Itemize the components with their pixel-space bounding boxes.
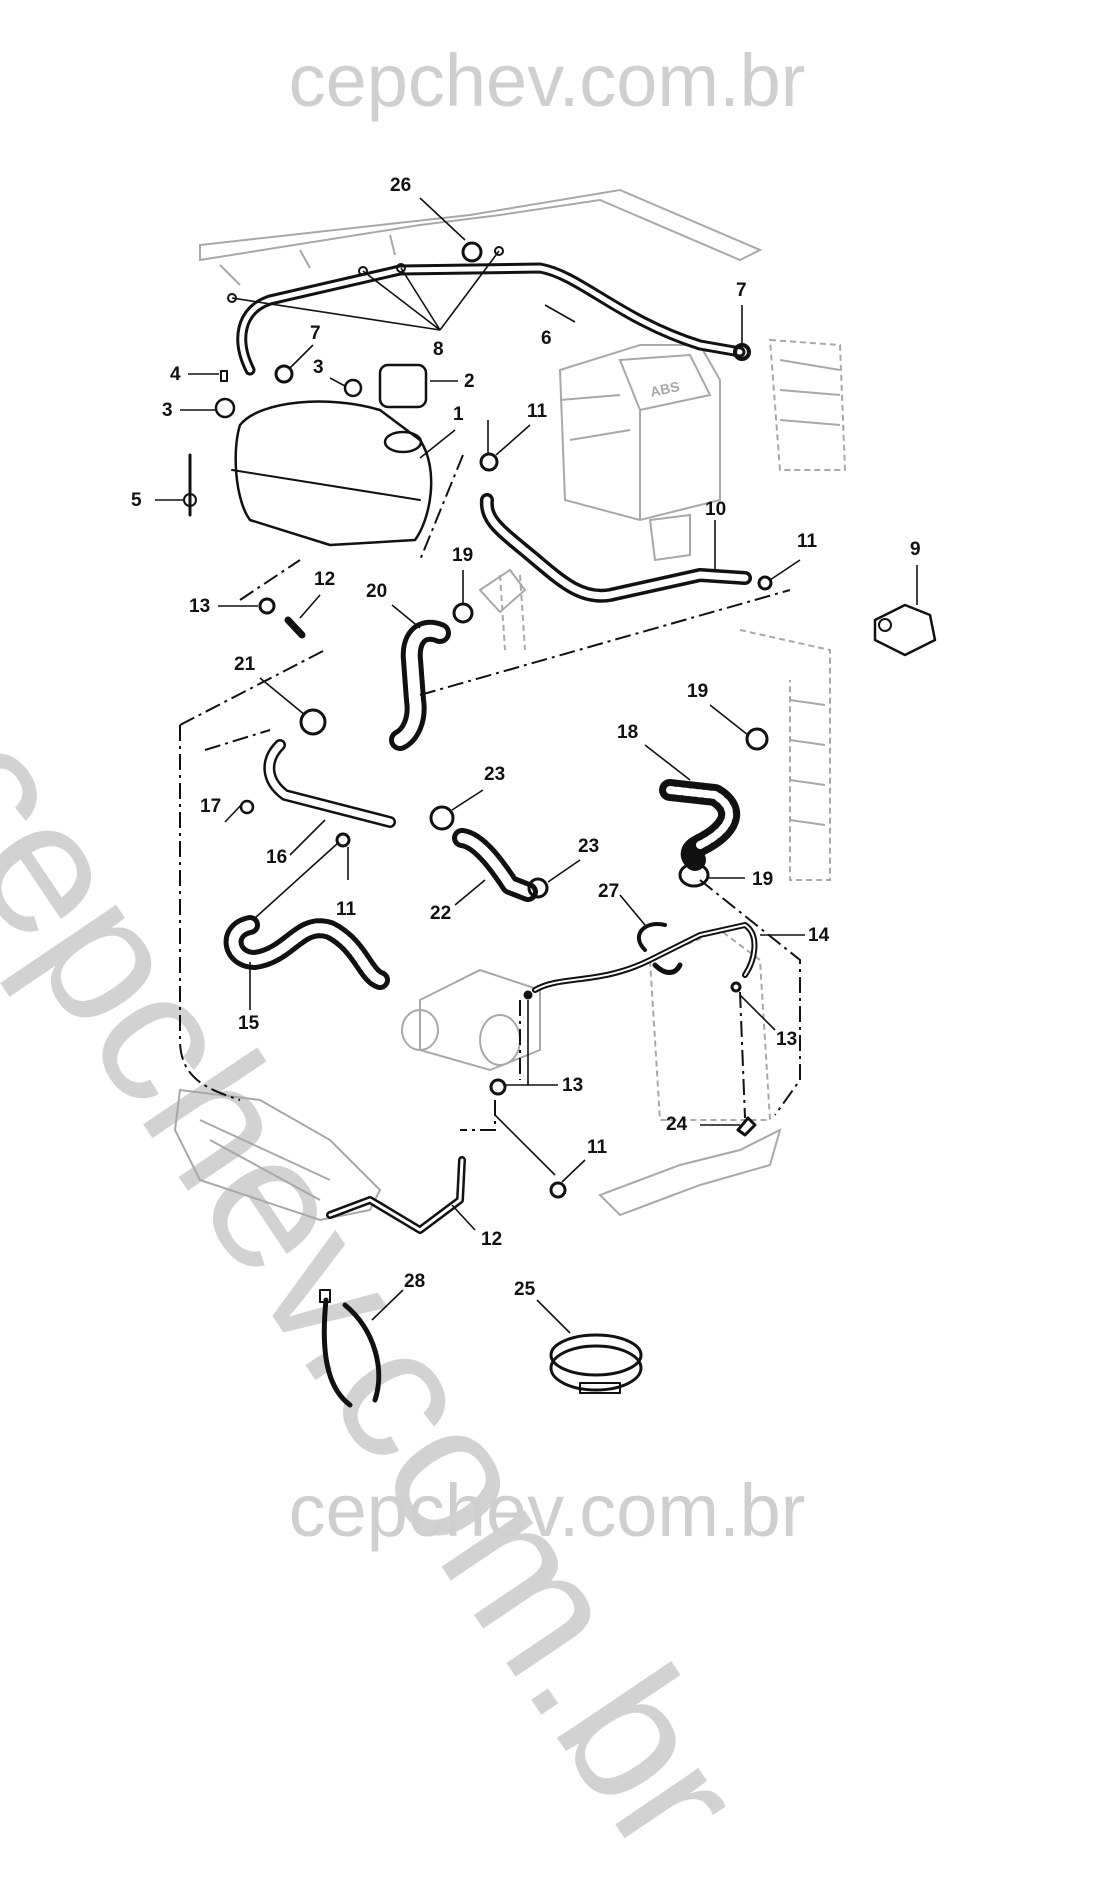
callout-19-top: 19 [452,545,474,566]
radiator-side [739,629,831,881]
part-1-reservoir [234,400,433,547]
callout-7-left: 7 [310,323,321,344]
callout-28: 28 [404,1271,426,1292]
hose-6 [236,262,746,376]
part-26-clip [461,241,483,263]
callout-12-top: 12 [314,569,336,590]
background-engine-parts [173,188,847,1222]
callout-20: 20 [366,581,388,602]
callout-14: 14 [808,925,830,946]
callout-13-top: 13 [189,596,211,617]
callout-13-right: 13 [776,1029,798,1050]
lower-right-pipe [598,1128,782,1217]
parts [183,241,937,1408]
callout-15: 15 [238,1013,260,1034]
callout-5: 5 [131,490,142,511]
throttle-body [401,968,541,1072]
hose-20 [389,620,451,751]
callout-11-mid: 11 [336,899,357,920]
callout-22: 22 [430,903,452,924]
callout-25: 25 [514,1279,536,1300]
callout-3-left: 3 [162,400,173,421]
callout-23-top: 23 [484,764,506,785]
parts-diagram [155,188,937,1408]
assembly-lines [179,454,801,1131]
intake-manifold [173,1088,382,1222]
callout-18: 18 [617,722,639,743]
callout-24: 24 [666,1114,688,1135]
leader-lines [155,197,918,1334]
callout-1: 1 [453,404,464,425]
callout-2: 2 [464,371,475,392]
part-9-bracket [873,603,937,657]
callout-19-right: 19 [687,681,709,702]
callout-10: 10 [705,499,727,520]
callout-11-top: 11 [527,401,548,422]
callout-6: 6 [541,328,552,349]
callout-21: 21 [234,654,256,675]
radiator-top [768,338,847,471]
part-2-cap [378,363,428,409]
callout-9: 9 [910,539,921,560]
callout-23-bottom: 23 [578,836,600,857]
callout-7-right: 7 [736,280,747,301]
part-28-cable-tie [321,1297,353,1408]
callout-8: 8 [433,339,444,360]
abs-module [558,344,721,562]
callout-3-right: 3 [313,357,324,378]
pipe-16 [263,739,396,828]
callout-13-bottom: 13 [562,1075,584,1096]
top-rail [199,188,763,262]
callout-27: 27 [598,881,620,902]
callout-4: 4 [170,364,181,385]
callout-11-bottom: 11 [587,1137,608,1158]
callout-26: 26 [390,175,412,196]
callout-12-bottom: 12 [481,1229,503,1250]
callout-16: 16 [266,847,288,868]
pipe-12 [326,1156,466,1234]
callout-17: 17 [200,796,222,817]
watermark-top: cepchev.com.br [288,39,806,122]
part-25-hose-clamp [549,1333,643,1394]
callout-11-right: 11 [797,531,818,552]
watermark-bottom: cepchev.com.br [288,1469,806,1552]
callout-19-bottom: 19 [752,869,774,890]
